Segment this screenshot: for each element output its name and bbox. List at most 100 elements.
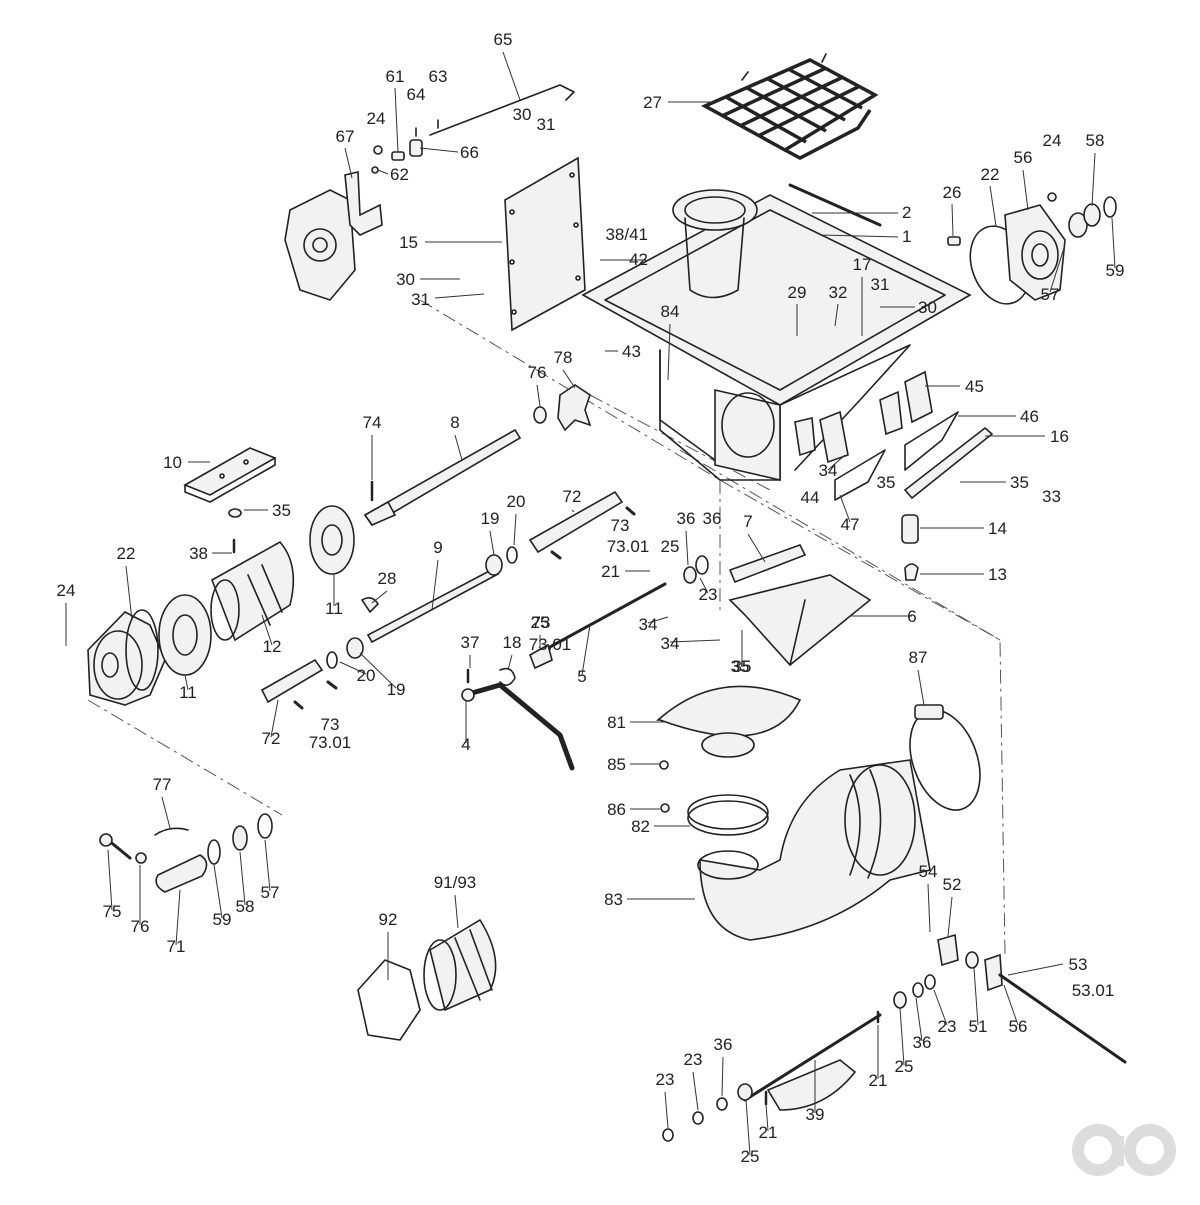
callout-label: 23 [699,585,718,604]
callout-label: 36 [703,509,722,528]
callout-label: 72 [563,487,582,506]
callout-label: 30 [918,298,937,317]
callout-leader [747,533,766,563]
callout-label: 82 [631,817,650,836]
callout-label: 53 [1069,955,1088,974]
callout-label: 35 [1010,473,1029,492]
callout-leader [261,614,273,646]
parts-rollers [87,505,355,706]
callout-label: 42 [629,250,648,269]
callout-label: 23 [938,1017,957,1036]
callout-label: 73.01 [309,733,352,752]
callout-label: 11 [179,683,197,702]
callout-label: 29 [788,283,807,302]
part-81-funnel [655,685,802,813]
callout-label: 7 [743,512,752,531]
callout-label: 15 [399,233,418,252]
callout-label: 77 [153,775,172,794]
callout-label: 34 [819,461,838,480]
callout-label: 19 [481,509,500,528]
part-9-shaft [326,566,500,669]
callout-label: 25 [895,1057,914,1076]
callout-label: 73 [321,715,340,734]
callout-label: 33 [1042,487,1061,506]
callout-label: 91/93 [434,873,477,892]
callout-leader [927,883,931,933]
callout-leader [394,87,399,153]
part-15-plate [504,156,586,332]
callout-leader [125,565,133,621]
callout-leader [834,303,839,327]
part-72-pin-lower [260,658,338,710]
callout-label: 23 [656,1070,675,1089]
callout-leader [819,234,899,238]
callout-leader [1022,169,1029,211]
callout-label: 18 [503,633,522,652]
callout-label: 20 [507,492,526,511]
callout-label: 73.01 [607,537,650,556]
callout-label: 14 [988,519,1007,538]
callout-label: 56 [1009,1017,1028,1036]
callout-leader [827,454,846,471]
callout-label: 5 [577,667,586,686]
parts-61-66 [371,119,439,174]
callout-label: 20 [357,666,376,685]
callout-leader [989,185,997,227]
callout-label: 23 [684,1050,703,1069]
callout-leader [107,849,113,911]
callout-label: 83 [604,890,623,909]
callout-leader [454,894,459,929]
callout-label: 25 [531,613,550,632]
callout-leader [184,674,189,691]
callout-label: 84 [661,302,680,321]
callout-leader [839,494,851,523]
callout-label: 30 [513,105,532,124]
callout-label: 28 [378,569,397,588]
callout-label: 86 [607,800,626,819]
parts-13-14 [901,514,919,581]
callout-leader [667,323,671,381]
callout-label: 35 [272,501,291,520]
callout-leader [419,147,459,153]
callout-label: 19 [387,680,406,699]
callout-leader [647,616,669,624]
callout-label: 62 [390,165,409,184]
callout-label: 64 [407,85,426,104]
callout-label: 58 [236,897,255,916]
part-1-hopper [581,183,972,482]
callout-leader [1049,247,1065,293]
callout-leader [264,839,271,892]
callout-label: 44 [801,488,820,507]
parts-lower-right [662,933,1127,1142]
callout-leader [1091,152,1096,207]
callout-label: 24 [367,109,386,128]
callout-leader [973,967,979,1026]
callout-label: 67 [336,127,355,146]
callout-label: 6 [907,607,916,626]
callout-leader [513,513,517,546]
part-72-pin-upper [485,490,636,576]
callout-label: 39 [806,1105,825,1124]
callout-label: 87 [909,648,928,667]
callout-leader [669,639,721,643]
part-hopper-tube [672,189,758,299]
callout-label: 65 [494,30,513,49]
callout-label: 1 [902,227,911,246]
callout-label: 35 [877,473,896,492]
callout-label: 24 [57,581,76,600]
callout-label: 92 [379,910,398,929]
part-8-shaft [363,428,522,527]
callout-label: 4 [461,735,470,754]
callout-label: 45 [965,377,984,396]
callout-label: 57 [261,883,280,902]
callout-leader [692,1071,699,1111]
callout-leader [915,997,923,1042]
callout-leader [947,896,953,937]
parts-76-78 [533,384,592,432]
callout-label: 22 [981,165,1000,184]
callout-label: 81 [607,713,626,732]
part-65-rod [429,84,575,136]
callout-label: 11 [325,599,343,618]
